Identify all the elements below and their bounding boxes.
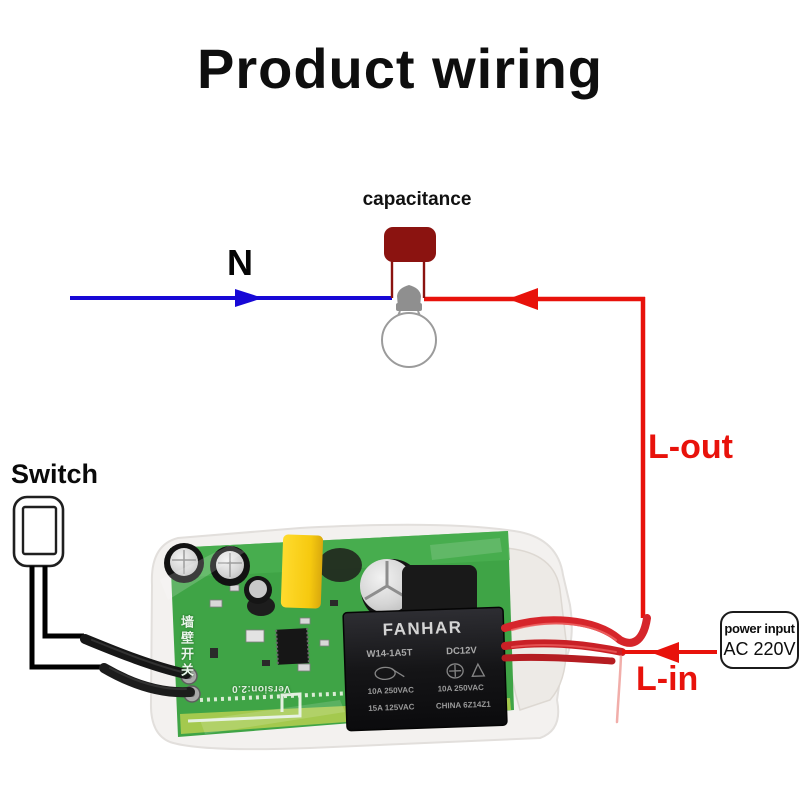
capacitor-icon [384,227,436,298]
relay-brand-text: FANHAR [382,618,462,640]
l-in-label: L-in [636,660,699,698]
power-input-box: power input AC 220V [720,611,799,669]
relay-rating-1-right: 10A 250VAC [437,683,484,694]
pcb-silkscreen-version: Version:2.0 [231,683,291,694]
electrolytic-capacitor-3 [244,576,272,604]
l-out-label: L-out [648,428,733,466]
switch-wire-left [29,566,103,670]
page-title: Product wiring [197,37,603,100]
relay-voltage-text: DC12V [446,645,478,657]
red-wires [501,614,651,724]
capacitance-label: capacitance [362,189,472,210]
electrolytic-capacitor-2 [210,546,250,586]
relay-rating-2-left: 15A 125VAC [368,702,415,713]
power-input-voltage: AC 220V [723,638,796,659]
light-bulb-icon [381,285,437,368]
transformer-shadow [318,548,362,582]
wrap-highlights [160,538,502,734]
relay-rating-1-left: 10A 250VAC [368,685,415,696]
blue-arrow-right-icon [235,289,263,307]
relay-rating-2-right: CHINA 6Z14Z1 [436,700,492,711]
yellow-film-capacitor [280,534,324,609]
wall-switch-icon [12,495,65,568]
ic-chip [275,628,310,665]
relay-model-text: W14-1A5T [366,647,412,660]
pcb-silkscreen-chinese: 墙壁开关 [179,615,194,679]
power-input-label: power input [724,620,795,636]
black-wires [80,634,195,698]
electrolytic-capacitor-1 [164,543,204,583]
neutral-label: N [227,242,253,283]
red-arrow-left-icon-2 [651,642,679,663]
smd-components [209,584,338,672]
pcb-module: FANHAR W14-1A5T DC12V 10A 250VAC 10A 250… [80,523,651,751]
relay-cert-logos [374,662,486,681]
relay: FANHAR W14-1A5T DC12V 10A 250VAC 10A 250… [342,606,508,732]
switch-wire-right [42,566,84,639]
antenna-trace [187,692,302,723]
red-arrow-left-icon [508,288,538,310]
capacitor-body-side [402,565,477,617]
switch-label: Switch [11,459,99,489]
